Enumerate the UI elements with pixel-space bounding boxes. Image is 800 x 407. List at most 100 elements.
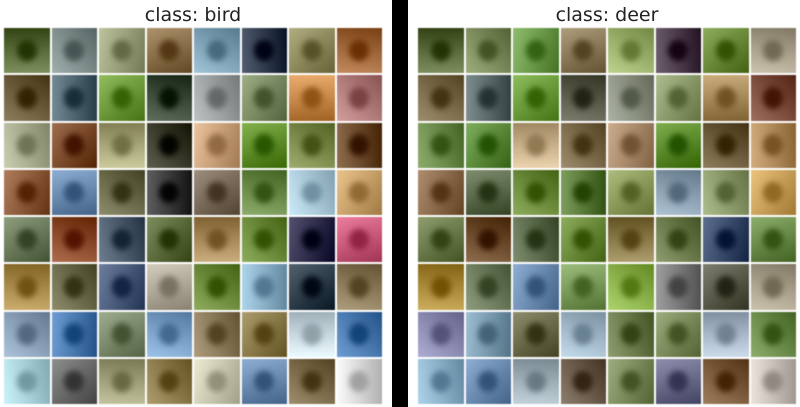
bird-image-tile: [241, 217, 287, 263]
deer-image-tile: [750, 122, 796, 168]
bird-image-tile: [146, 358, 192, 404]
bird-panel-title: class: bird: [144, 4, 242, 26]
deer-image-tile: [655, 75, 701, 121]
bird-image-tile: [289, 75, 335, 121]
deer-image-tile: [418, 75, 464, 121]
bird-image-tile: [194, 169, 240, 215]
bird-image-tile: [194, 28, 240, 74]
deer-image-tile: [703, 122, 749, 168]
bird-image-tile: [289, 217, 335, 263]
deer-image-tile: [703, 217, 749, 263]
bird-image-tile: [99, 28, 145, 74]
deer-image-tile: [513, 358, 559, 404]
deer-image-tile: [560, 217, 606, 263]
deer-image-tile: [655, 358, 701, 404]
deer-image-tile: [655, 264, 701, 310]
deer-image-tile: [513, 28, 559, 74]
deer-image-grid: [418, 28, 796, 404]
deer-image-tile: [750, 169, 796, 215]
bird-image-tile: [241, 311, 287, 357]
bird-image-tile: [4, 28, 50, 74]
deer-image-tile: [750, 358, 796, 404]
deer-image-tile: [703, 358, 749, 404]
deer-image-tile: [465, 264, 511, 310]
deer-image-tile: [418, 122, 464, 168]
bird-image-tile: [336, 75, 382, 121]
deer-image-tile: [750, 75, 796, 121]
bird-image-tile: [4, 311, 50, 357]
bird-image-grid: [4, 28, 382, 404]
bird-image-tile: [194, 264, 240, 310]
bird-image-tile: [4, 217, 50, 263]
bird-image-tile: [336, 264, 382, 310]
bird-image-tile: [146, 217, 192, 263]
bird-image-tile: [146, 28, 192, 74]
deer-image-tile: [703, 28, 749, 74]
bird-image-tile: [99, 264, 145, 310]
deer-panel-title: class: deer: [555, 4, 659, 26]
bird-image-tile: [51, 264, 97, 310]
bird-image-tile: [51, 28, 97, 74]
deer-image-tile: [513, 311, 559, 357]
bird-image-tile: [51, 75, 97, 121]
deer-image-tile: [513, 169, 559, 215]
bird-image-tile: [194, 311, 240, 357]
bird-image-tile: [51, 217, 97, 263]
bird-image-tile: [146, 75, 192, 121]
panel-divider: [392, 0, 408, 407]
deer-image-tile: [608, 217, 654, 263]
deer-image-tile: [465, 28, 511, 74]
deer-image-tile: [608, 75, 654, 121]
bird-image-tile: [289, 122, 335, 168]
deer-image-tile: [750, 311, 796, 357]
deer-image-tile: [750, 28, 796, 74]
bird-image-tile: [146, 264, 192, 310]
bird-image-tile: [289, 264, 335, 310]
deer-image-tile: [418, 217, 464, 263]
deer-image-tile: [608, 358, 654, 404]
bird-image-tile: [336, 311, 382, 357]
bird-image-tile: [194, 217, 240, 263]
deer-image-tile: [465, 75, 511, 121]
bird-image-tile: [4, 75, 50, 121]
deer-image-tile: [465, 311, 511, 357]
bird-image-tile: [4, 122, 50, 168]
deer-image-tile: [465, 122, 511, 168]
bird-image-tile: [241, 264, 287, 310]
deer-image-tile: [513, 264, 559, 310]
deer-image-tile: [560, 169, 606, 215]
bird-image-tile: [51, 311, 97, 357]
deer-image-tile: [560, 122, 606, 168]
deer-image-tile: [655, 311, 701, 357]
bird-image-tile: [99, 311, 145, 357]
deer-image-tile: [655, 169, 701, 215]
deer-image-tile: [655, 122, 701, 168]
deer-image-tile: [418, 358, 464, 404]
bird-image-tile: [146, 311, 192, 357]
deer-image-tile: [655, 28, 701, 74]
deer-image-tile: [418, 28, 464, 74]
bird-image-tile: [241, 169, 287, 215]
bird-image-tile: [4, 358, 50, 404]
bird-panel: class: bird: [4, 0, 382, 407]
bird-image-tile: [51, 358, 97, 404]
deer-panel: class: deer: [418, 0, 796, 407]
deer-image-tile: [513, 217, 559, 263]
deer-image-tile: [750, 264, 796, 310]
bird-image-tile: [194, 122, 240, 168]
bird-image-tile: [146, 169, 192, 215]
bird-image-tile: [289, 358, 335, 404]
bird-image-tile: [336, 28, 382, 74]
bird-image-tile: [336, 122, 382, 168]
bird-image-tile: [289, 311, 335, 357]
deer-image-tile: [560, 75, 606, 121]
deer-image-tile: [703, 169, 749, 215]
bird-image-tile: [99, 169, 145, 215]
bird-image-tile: [241, 75, 287, 121]
bird-image-tile: [146, 122, 192, 168]
bird-image-tile: [4, 264, 50, 310]
bird-image-tile: [241, 122, 287, 168]
deer-image-tile: [465, 169, 511, 215]
deer-image-tile: [655, 217, 701, 263]
bird-image-tile: [336, 358, 382, 404]
